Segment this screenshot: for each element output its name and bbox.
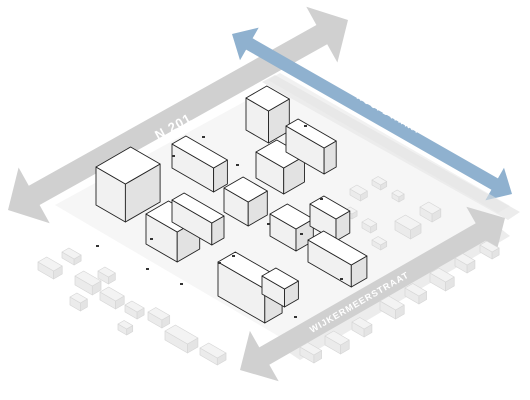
project-building [285,118,337,175]
context-building [164,324,199,354]
context-building [419,201,442,223]
context-building [69,292,88,312]
context-building [429,267,455,292]
context-building [199,342,227,366]
context-building [99,286,125,310]
context-building [299,342,322,364]
site-edge-road [268,73,510,213]
context-building [124,300,145,320]
context-building [37,256,63,280]
entrance-marker [150,238,153,240]
context-building [351,317,373,338]
entrance-marker [146,268,149,270]
project-building [95,146,161,223]
n201-road-arrow [8,6,348,224]
project-building [171,192,225,246]
project-building [255,139,305,195]
context-building [117,320,134,336]
project-building [223,176,268,227]
context-building [324,330,350,355]
entrance-marker [232,255,235,257]
context-building [379,295,405,320]
project-building [245,85,290,144]
context-building [404,283,427,305]
context-building [97,266,116,285]
entrance-marker [320,198,323,200]
context-building [454,253,476,274]
entrance-marker [300,233,303,235]
context-building [371,236,388,251]
project-building [261,267,299,308]
project-building [307,230,368,288]
entrance-marker [294,316,297,318]
context-buildings [37,176,500,366]
entrance-marker [180,283,183,285]
project-buildings [95,85,368,324]
context-building [394,214,422,240]
wijkermeerstraat-road-arrow [240,206,505,382]
entrance-marker [340,278,343,280]
entrance-marker [202,136,205,138]
entrance-marker [304,125,307,127]
entrance-marker [96,245,99,247]
context-building [479,240,500,260]
context-building [361,218,378,234]
context-building [371,176,388,191]
road-arrows [8,6,512,382]
context-building [349,184,368,202]
lower-road-band [288,228,510,360]
entrance-marker [172,155,175,157]
entrance-marker [218,262,221,264]
context-building [391,189,405,203]
context-building [147,307,171,329]
hoofdvaart-waterway-arrow [232,27,512,201]
entrance-marker [236,164,239,166]
entrance-marker [267,223,270,225]
context-building [61,247,82,266]
project-building [171,135,228,193]
context-building [74,270,102,296]
